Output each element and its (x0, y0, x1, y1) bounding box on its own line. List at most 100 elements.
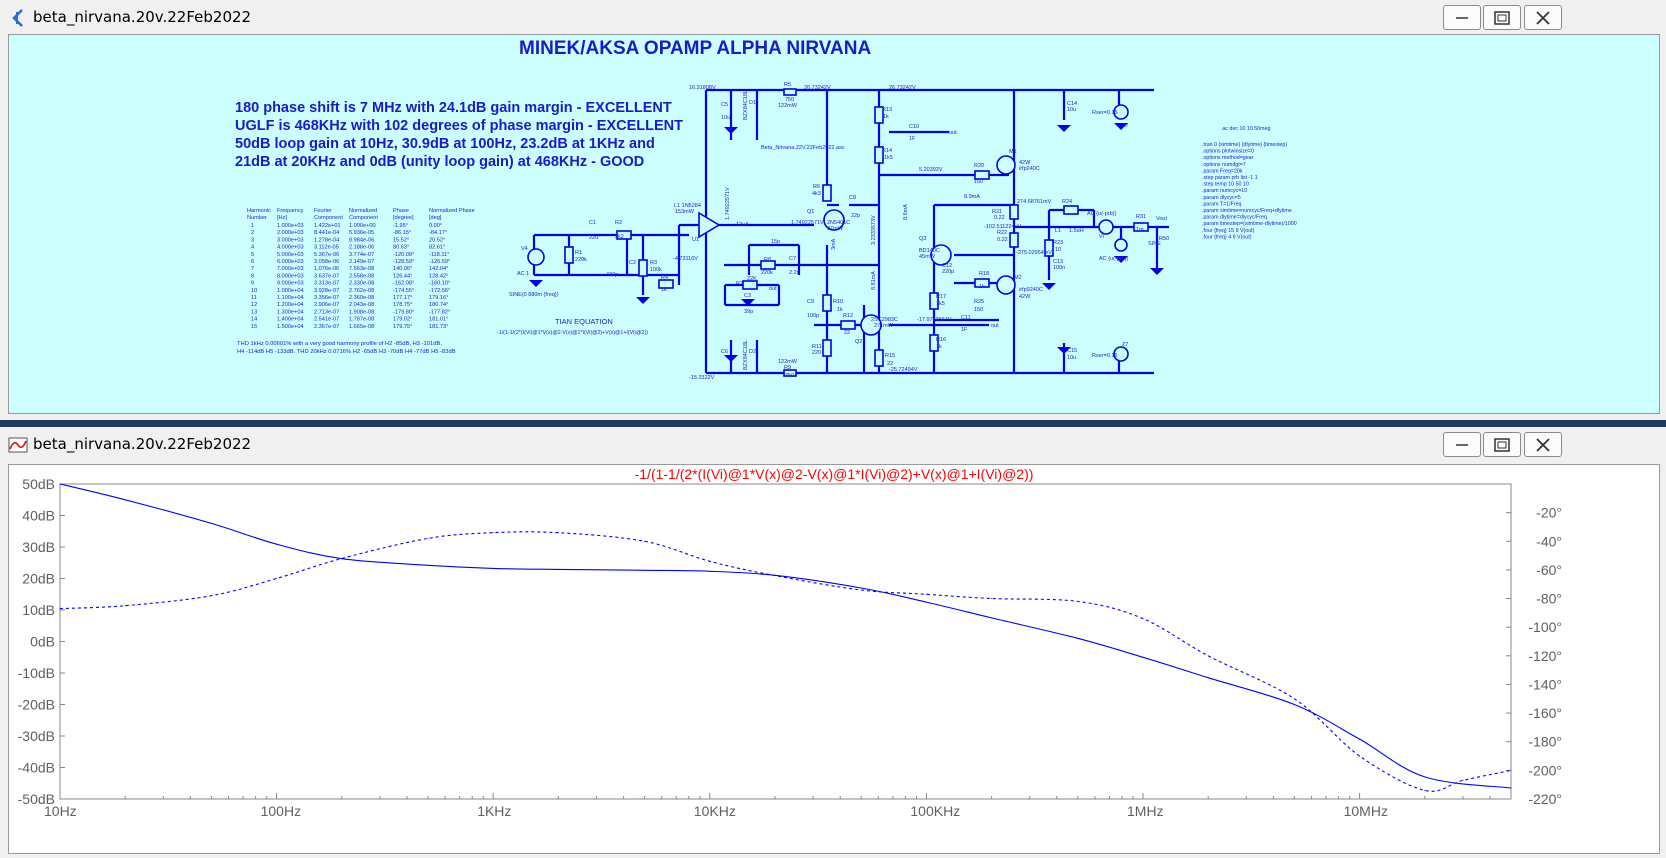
fourier-cell: 3.058e-06 (314, 259, 339, 265)
fourier-cell: -172.56° (429, 288, 450, 294)
magnitude-point (557, 568, 559, 570)
label: 10 (1055, 247, 1061, 253)
fourier-cell: -126.59° (429, 259, 450, 265)
trace-expression[interactable]: -1/(1-1/(2*(I(Vi)@1*V(x)@2-V(x)@1*I(Vi)@… (635, 466, 1034, 482)
label: 26.73242V (804, 85, 831, 91)
resistor-icon (822, 339, 832, 357)
fourier-cell: -174.55° (393, 288, 414, 294)
magnitude-point (59, 483, 61, 485)
plot-pane[interactable]: -1/(1-1/(2*(I(Vi)@1*V(x)@2-V(x)@1*I(Vi)@… (8, 464, 1660, 854)
y-right-tick-label: -180° (1528, 734, 1562, 750)
label: R2 (615, 220, 622, 226)
x-tick-label: 100KHz (910, 803, 960, 819)
schematic-window-title: beta_nirvana.20v.22Feb2022 (33, 8, 252, 26)
plot-window: beta_nirvana.20v.22Feb2022 -1/(1-1/(2*(I… (0, 427, 1666, 856)
label: Z7 (1122, 123, 1128, 129)
note-line: 50dB loop gain at 10Hz, 30.9dB at 100Hz,… (235, 136, 655, 152)
label: C1 (589, 220, 596, 226)
plot-frame (59, 483, 1512, 800)
label: 100n (1053, 265, 1065, 271)
label: Z7 (1122, 342, 1128, 348)
label: R15 (885, 353, 895, 359)
fourier-cell: 1.908e-08 (349, 309, 374, 315)
phase-point (709, 560, 711, 562)
label: L1 (1055, 228, 1061, 234)
label: R3 (650, 260, 657, 266)
fourier-cell: 9 (251, 281, 254, 287)
label: 22u (589, 235, 598, 241)
schematic-canvas[interactable]: MINEK/AKSA OPAMP ALPHA NIRVANA 180 phase… (8, 34, 1660, 414)
magnitude-trace[interactable] (59, 483, 1512, 789)
label: 150 (974, 179, 983, 185)
close-button[interactable] (1524, 5, 1562, 30)
fourier-cell: 2.713e-07 (314, 309, 339, 315)
fourier-cell: 2 (251, 230, 254, 236)
label: 1k (936, 344, 942, 350)
plot-titlebar: beta_nirvana.20v.22Feb2022 (0, 427, 1666, 461)
label: U1 (692, 237, 699, 243)
label: -15.3322V (689, 375, 715, 381)
maximize-button[interactable] (1483, 432, 1521, 457)
note-line: UGLF is 468KHz with 102 degrees of phase… (235, 118, 683, 134)
label: 2.2n (789, 270, 800, 276)
label: C9 (807, 299, 814, 305)
label: 97mW (827, 226, 844, 232)
y-left-tick-label: -30dB (18, 728, 55, 744)
resistor-icon (822, 184, 832, 202)
y-left-tick-label: 40dB (22, 508, 55, 524)
fourier-cell: 12 (251, 302, 257, 308)
resistor-icon (783, 369, 797, 377)
y-left-tick-label: 30dB (22, 539, 55, 555)
label: Rser=0.15 (1092, 110, 1118, 116)
spice-line: .four {freq} 15 9 V(out) (1202, 228, 1255, 234)
fourier-cell: 128.42° (429, 273, 448, 279)
label: C5 (721, 102, 728, 108)
label: 1.74922571V (791, 220, 824, 226)
label: 1.74922571V (725, 187, 731, 220)
phase-point (1359, 755, 1361, 757)
phase-point (925, 593, 927, 595)
fourier-cell: 1.278e-04 (314, 237, 339, 243)
circuit-components (527, 88, 1149, 377)
label: 0.22 (997, 237, 1008, 243)
fourier-cell: 6 (251, 259, 254, 265)
label: out (949, 130, 957, 136)
resistor-icon (874, 106, 884, 124)
fourier-cell: -177.82° (429, 309, 450, 315)
label: 10u (721, 115, 730, 121)
phase-point (1142, 618, 1144, 620)
fourier-header-cell: Phase (393, 208, 409, 214)
circuit-wires (532, 88, 1169, 375)
magnitude-point (427, 564, 429, 566)
close-button[interactable] (1524, 432, 1562, 457)
spice-line: .param timestep=(simtime-dlytime)/1000 (1202, 221, 1297, 227)
magnitude-point (860, 587, 862, 589)
fourier-cell: 3.637e-07 (314, 273, 339, 279)
phase-trace[interactable] (59, 531, 1512, 792)
label: 2N5401C (827, 220, 850, 226)
y-left-tick-label: 20dB (22, 571, 55, 587)
resistor-icon (1044, 239, 1054, 257)
y-right-tick-label: -120° (1528, 648, 1562, 664)
y-right-tick-label: -220° (1528, 791, 1562, 807)
magnitude-point (492, 567, 494, 569)
fourier-cell: 5.936e-05 (349, 230, 374, 236)
fourier-header-cell: Frequency (277, 208, 304, 214)
resistor-icon (1009, 232, 1019, 248)
maximize-button[interactable] (1483, 5, 1521, 30)
spice-directives: .ac dec 10 10 50meg.tran 0 {simtime} {dl… (1202, 126, 1297, 240)
fourier-cell: 1.500e+04 (277, 324, 304, 330)
resistor-icon (974, 278, 990, 288)
fourier-cell: 5 (251, 252, 254, 258)
ground-icon (1057, 125, 1071, 132)
minimize-button[interactable] (1443, 432, 1481, 457)
minimize-button[interactable] (1443, 5, 1481, 30)
label: R22 (997, 230, 1007, 236)
rotated-labels: 1.74922571V 3.2333573V BZX84C18L BZX84C1… (725, 90, 909, 370)
label: 4k3 (812, 191, 821, 197)
fourier-cell: 3.112e-05 (314, 245, 339, 251)
spice-line: .step temp 10 50 10 (1202, 182, 1249, 188)
magnitude-point (1077, 637, 1079, 639)
fourier-cell: 1.000e+00 (349, 223, 376, 229)
phase-point (991, 598, 993, 600)
